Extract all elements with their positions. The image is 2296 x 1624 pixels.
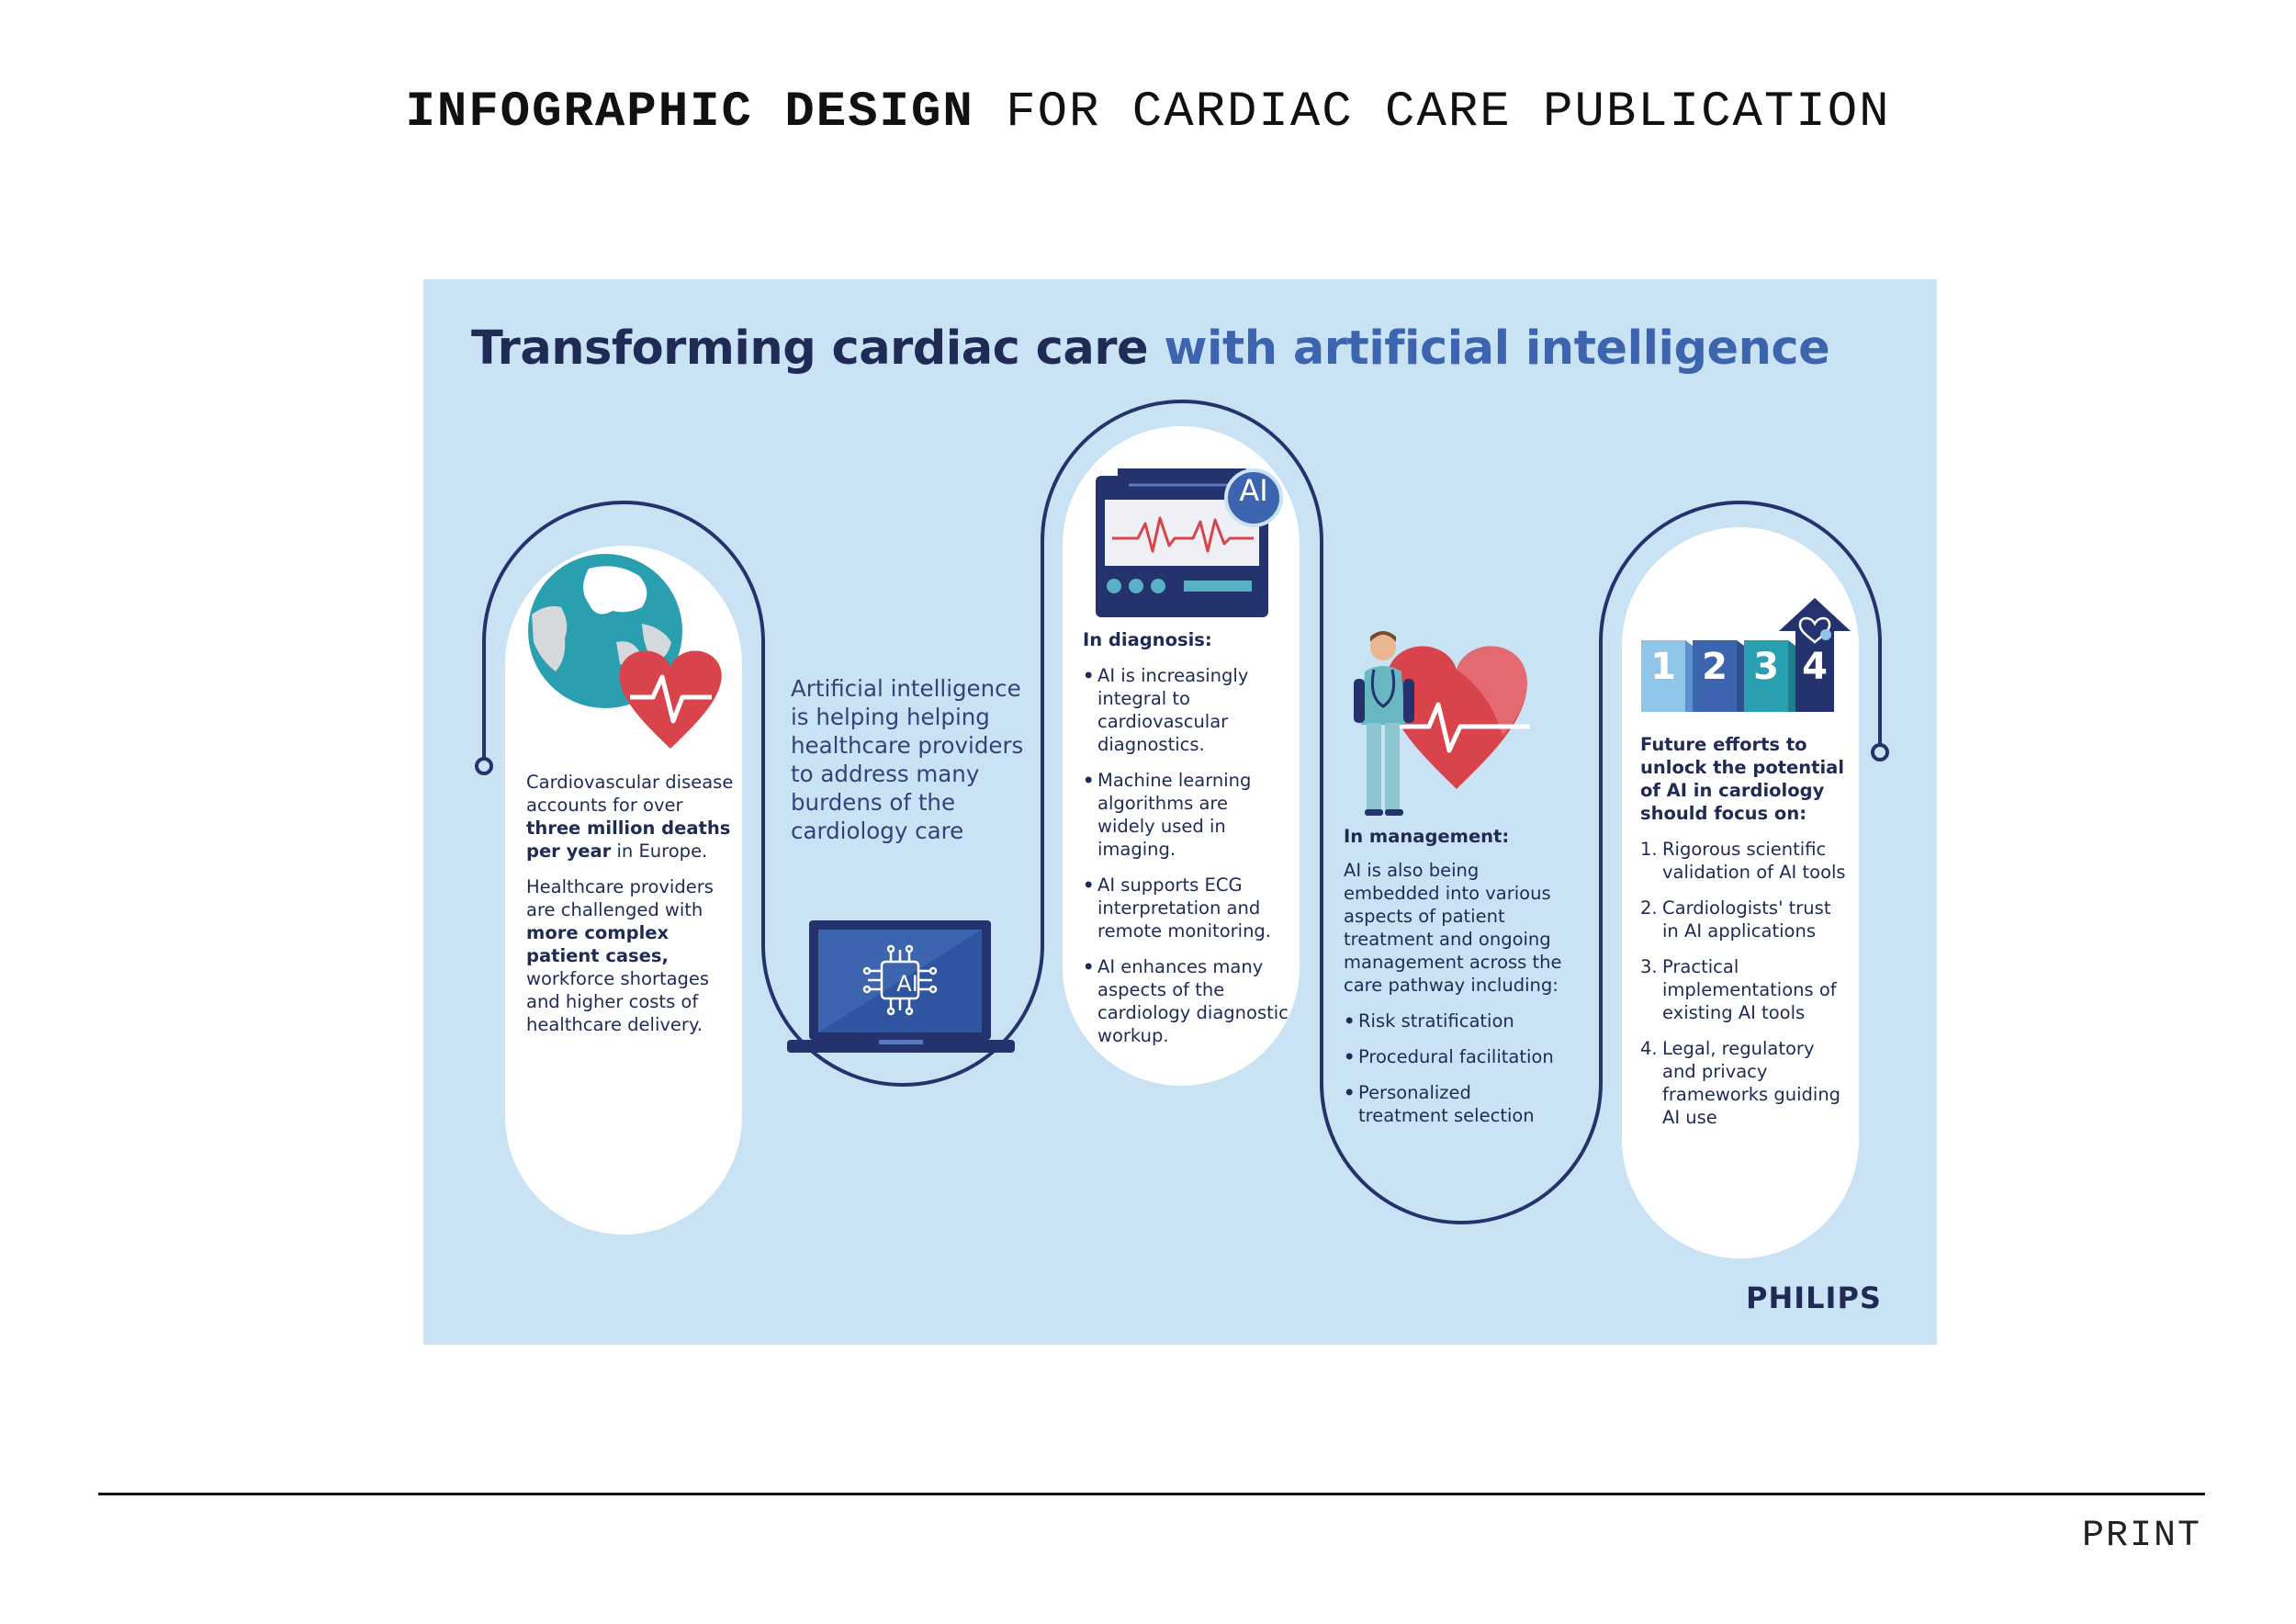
- list-item: 2.Cardiologists' trust in AI application…: [1640, 897, 1851, 942]
- list-item: 4.Legal, regulatory and privacy framewor…: [1640, 1037, 1851, 1129]
- step-1-label: 1: [1650, 646, 1676, 688]
- ai-chip-label: AI: [896, 971, 918, 997]
- doctor-heart-icon: [1354, 631, 1530, 816]
- card-1-paragraph-2: Healthcare providers are challenged with…: [526, 875, 737, 1036]
- card-4-heading: In management:: [1344, 826, 1510, 847]
- list-item: Machine learning algorithms are widely u…: [1083, 769, 1289, 861]
- list-text: Cardiologists' trust in AI applications: [1662, 897, 1831, 942]
- ai-laptop-icon: [787, 920, 1015, 1053]
- list-item: Personalized treatment selection: [1344, 1081, 1564, 1127]
- card-3-text: In diagnosis: AI is increasingly integra…: [1083, 628, 1289, 1060]
- card-2-text: Artificial intelligence is helping helpi…: [791, 675, 1024, 844]
- card-3-heading: In diagnosis:: [1083, 629, 1212, 650]
- infographic-headline: Transforming cardiac care with artificia…: [471, 321, 1830, 376]
- list-text: Practical implementations of existing AI…: [1662, 956, 1837, 1023]
- list-item: AI supports ECG interpretation and remot…: [1083, 874, 1289, 942]
- text-run: Cardiovascular disease accounts for over: [526, 772, 734, 816]
- list-item: Risk stratification: [1344, 1009, 1564, 1032]
- headline-dark: Transforming cardiac care: [471, 321, 1149, 376]
- list-item: 3.Practical implementations of existing …: [1640, 955, 1851, 1024]
- list-text: Rigorous scientific validation of AI too…: [1662, 839, 1846, 883]
- text-run: in Europe.: [611, 840, 708, 862]
- card-3-bullets: AI is increasingly integral to cardiovas…: [1083, 664, 1289, 1047]
- card-1-paragraph-1: Cardiovascular disease accounts for over…: [526, 771, 737, 863]
- ai-badge-label: AI: [1239, 473, 1268, 508]
- infographic-panel: Transforming cardiac care with artificia…: [423, 279, 1937, 1345]
- steps-arrow-icon: [1641, 598, 1851, 712]
- list-number: 2.: [1640, 897, 1658, 919]
- step-2-label: 2: [1702, 646, 1728, 688]
- brand-logo: PHILIPS: [1746, 1280, 1882, 1315]
- text-run: Healthcare providers are challenged with: [526, 876, 714, 920]
- step-3-label: 3: [1753, 646, 1779, 688]
- list-item: Procedural facilitation: [1344, 1045, 1564, 1068]
- list-item: 1.Rigorous scientific validation of AI t…: [1640, 838, 1851, 884]
- step-4-label: 4: [1802, 646, 1828, 688]
- list-text: Legal, regulatory and privacy frameworks…: [1662, 1038, 1841, 1128]
- page-title-rest: FOR CARDIAC CARE PUBLICATION: [1006, 85, 1891, 141]
- list-item: AI is increasingly integral to cardiovas…: [1083, 664, 1289, 756]
- list-number: 3.: [1640, 956, 1658, 977]
- card-5-text: Future efforts to unlock the potential o…: [1640, 733, 1851, 1142]
- card-5-heading: Future efforts to unlock the potential o…: [1640, 734, 1845, 824]
- globe-heart-icon: [528, 554, 722, 749]
- footer-label: PRINT: [2081, 1516, 2201, 1557]
- list-number: 4.: [1640, 1038, 1658, 1059]
- headline-accent: with artificial intelligence: [1164, 321, 1830, 376]
- card-1-text: Cardiovascular disease accounts for over…: [526, 771, 737, 1049]
- card-4-text: In management: AI is also being embedded…: [1344, 825, 1564, 1140]
- text-run-bold: more complex patient cases,: [526, 922, 670, 966]
- list-number: 1.: [1640, 839, 1658, 860]
- card-4-bullets: Risk stratification Procedural facilitat…: [1344, 1009, 1564, 1127]
- page-title: INFOGRAPHIC DESIGN FOR CARDIAC CARE PUBL…: [0, 85, 2296, 141]
- page-title-bold: INFOGRAPHIC DESIGN: [405, 85, 974, 141]
- card-4-intro: AI is also being embedded into various a…: [1344, 860, 1562, 996]
- text-run: workforce shortages and higher costs of …: [526, 968, 710, 1035]
- ecg-monitor-icon: [1096, 468, 1283, 617]
- connector-path: [475, 400, 1889, 1224]
- text-run-bold: three million deaths per year: [526, 818, 731, 862]
- card-5-list: 1.Rigorous scientific validation of AI t…: [1640, 838, 1851, 1129]
- list-item: AI enhances many aspects of the cardiolo…: [1083, 955, 1289, 1047]
- footer-divider: [98, 1493, 2205, 1495]
